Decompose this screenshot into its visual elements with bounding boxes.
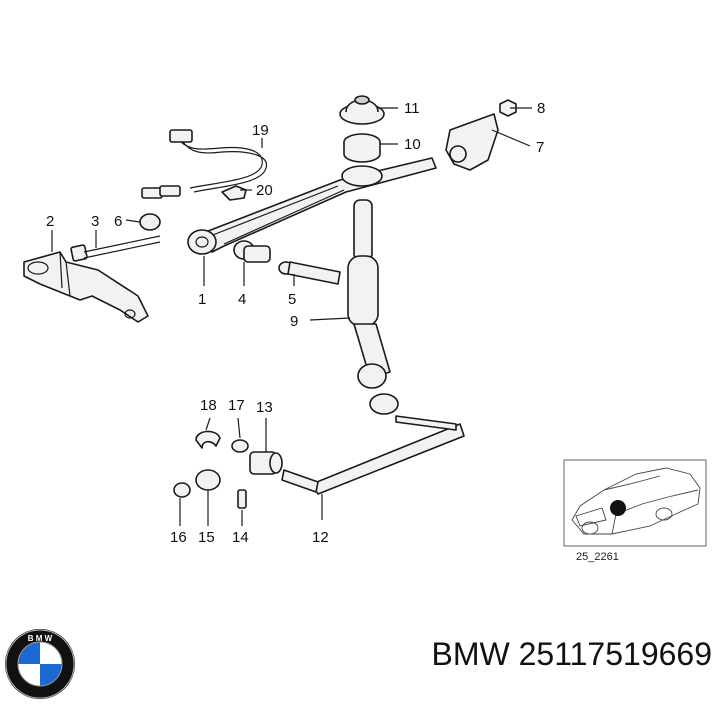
- callout-13: 13: [256, 399, 273, 416]
- part-3-long-bolt: [70, 235, 161, 262]
- inset-code: 25_2261: [576, 551, 619, 563]
- callout-16: 16: [170, 529, 187, 546]
- part-6-nut: [139, 213, 161, 231]
- part-1-shift-lever-arm: [187, 157, 437, 255]
- part-14-pin: [237, 489, 247, 509]
- part-9-shift-rod: [341, 165, 399, 415]
- callout-18: 18: [200, 397, 217, 414]
- inset-locator: 25_2261: [563, 459, 707, 563]
- callout-6: 6: [114, 213, 122, 230]
- part-17-washer: [231, 439, 249, 453]
- callout-11: 11: [404, 100, 420, 117]
- part-4-bushing: [233, 240, 271, 263]
- part-18-clip: [195, 430, 221, 449]
- callout-5: 5: [288, 291, 296, 308]
- callout-7: 7: [536, 139, 544, 156]
- callout-14: 14: [232, 529, 249, 546]
- callout-9: 9: [290, 313, 298, 330]
- part-16-cap: [173, 482, 191, 498]
- callout-10: 10: [404, 136, 421, 153]
- part-7-rear-bracket: [445, 113, 499, 171]
- leader-lines: [51, 107, 532, 526]
- part-20-clip: [221, 185, 247, 201]
- part-15-bushing: [195, 469, 221, 491]
- bmw-logo: B M W: [5, 629, 75, 699]
- part-11-boot: [339, 95, 385, 125]
- callout-4: 4: [238, 291, 246, 308]
- part-19-wiring-harness: [141, 129, 268, 199]
- callout-labels: 11 10 8 7 19 20 2 3 6 1 4 5 9 18 17 13 1…: [46, 100, 545, 546]
- car-outline-icon: [571, 467, 701, 535]
- part-2-bracket: [23, 251, 149, 323]
- callout-2: 2: [46, 213, 54, 230]
- callout-3: 3: [91, 213, 99, 230]
- callout-8: 8: [537, 100, 545, 117]
- callout-15: 15: [198, 529, 215, 546]
- callout-1: 1: [198, 291, 206, 308]
- callout-17: 17: [228, 397, 245, 414]
- part-5-bolt: [278, 261, 341, 285]
- svg-text:B M W: B M W: [28, 634, 53, 643]
- callout-12: 12: [312, 529, 329, 546]
- location-marker: [610, 500, 626, 516]
- part-12-selector-rod: [281, 415, 465, 495]
- part-8-bushing: [499, 99, 517, 117]
- part-number-caption: BMW 25117519669: [431, 636, 712, 672]
- part-13-joint: [249, 451, 283, 475]
- part-10-ring: [343, 133, 381, 163]
- callout-20: 20: [256, 182, 273, 199]
- callout-19: 19: [252, 122, 269, 139]
